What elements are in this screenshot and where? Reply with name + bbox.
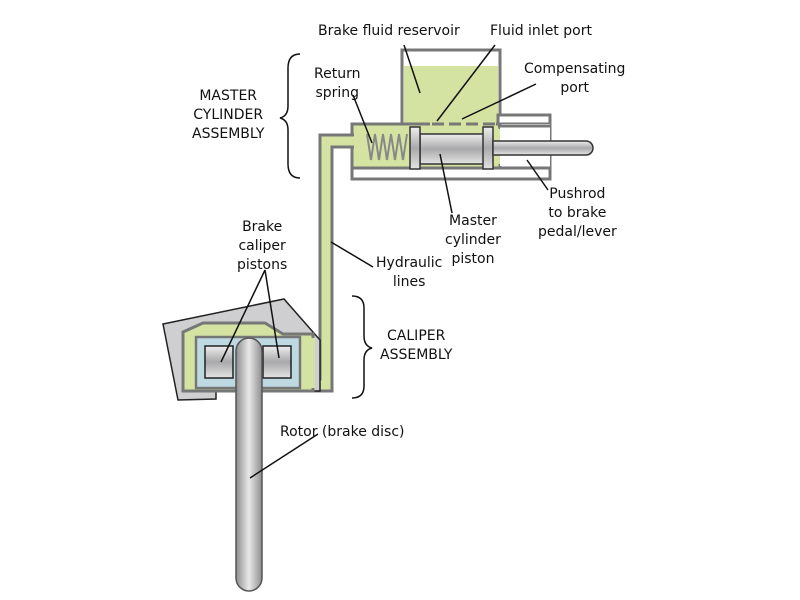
leader-lines — [220, 44, 549, 479]
label-caliper-pistons: Brake caliper pistons — [237, 219, 288, 273]
label-inlet-port: Fluid inlet port — [490, 23, 592, 39]
label-compensating-port: Compensating port — [524, 61, 626, 96]
label-return-spring: Return spring — [314, 66, 361, 101]
label-master-cylinder-assembly: MASTER CYLINDER ASSEMBLY — [192, 88, 265, 142]
label-master-piston: Master cylinder piston — [445, 213, 501, 267]
caliper-piston-right — [262, 345, 292, 379]
return-spring — [366, 133, 408, 161]
label-reservoir: Brake fluid reservoir — [318, 23, 460, 39]
label-pushrod: Pushrod to brake pedal/lever — [538, 186, 617, 240]
caliper-brace — [351, 295, 373, 399]
pushrod — [492, 140, 594, 156]
master-cylinder-brace — [279, 53, 301, 179]
label-hydraulic-lines: Hydraulic lines — [376, 255, 443, 290]
master-cylinder-piston — [409, 126, 494, 170]
label-caliper-assembly: CALIPER ASSEMBLY — [380, 328, 453, 363]
brake-fluid-reservoir — [400, 48, 502, 128]
caliper-piston-left — [204, 345, 234, 379]
rotor — [235, 337, 263, 592]
label-rotor: Rotor (brake disc) — [280, 424, 405, 440]
